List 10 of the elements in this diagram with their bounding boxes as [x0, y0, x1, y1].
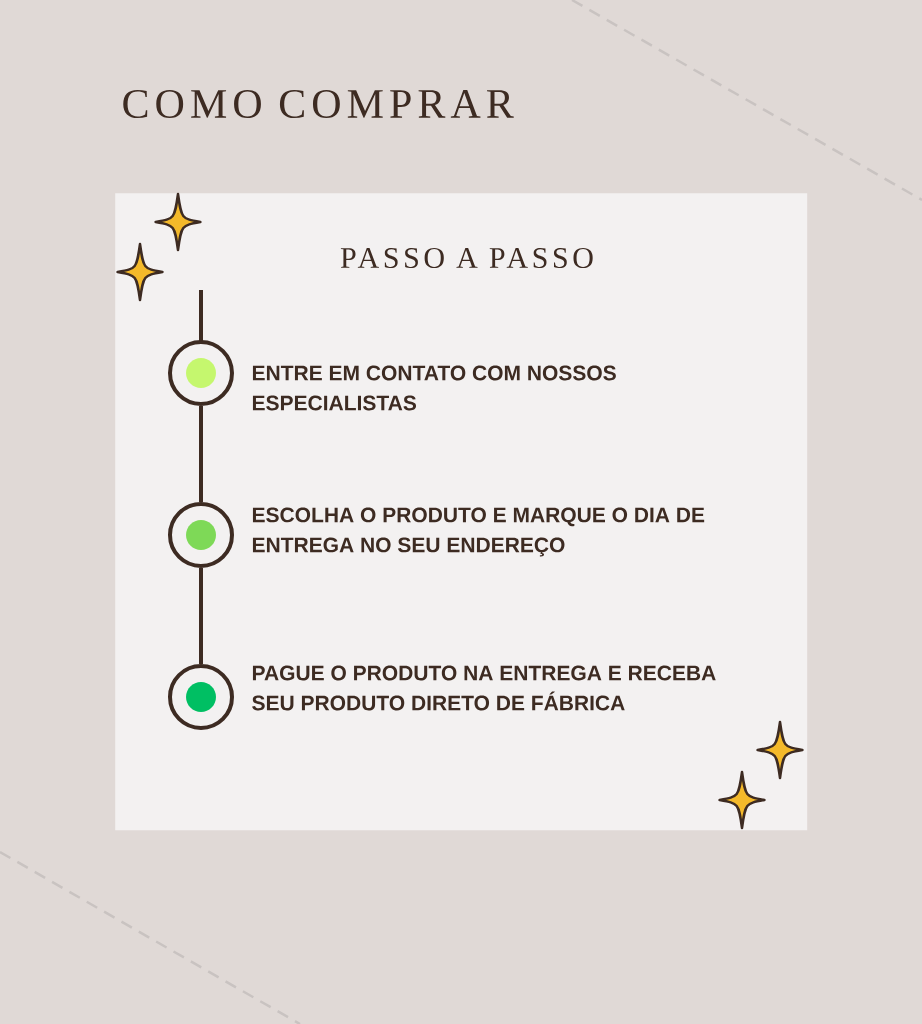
step-text: PAGUE O PRODUTO NA ENTREGA E RECEBA SEU PRODUTO DIRETO DE FÁBRICA — [252, 665, 716, 711]
step-text: ENTRE EM CONTATO COM NOSSOS ESPECIALISTAS — [252, 365, 616, 411]
card-heading: PASSO A PASSO — [340, 247, 593, 269]
timeline-line — [199, 568, 203, 664]
step-text: ESCOLHA O PRODUTO E MARQUE O DIA DE ENTREGA NO SEU ENDEREÇO — [252, 507, 705, 557]
step-circle — [168, 502, 234, 568]
timeline-line — [199, 406, 203, 502]
step-circle — [168, 340, 234, 406]
step-circle — [168, 664, 234, 730]
title: COMO COMPRAR — [123, 89, 514, 119]
